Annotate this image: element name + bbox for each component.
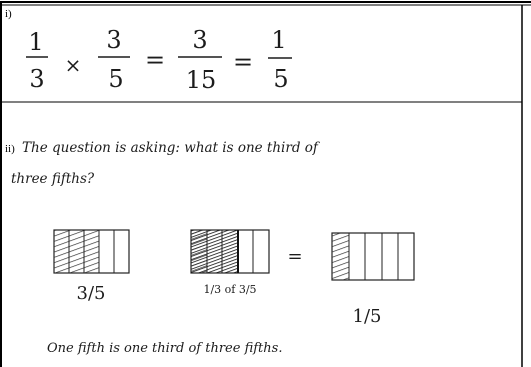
product-numerator: 3	[192, 26, 207, 54]
part-ii-label: ii)	[5, 143, 15, 155]
equals-sign: =	[145, 46, 165, 74]
diagram-caption: 1/5	[353, 306, 382, 327]
diagram-caption: 3/5	[77, 283, 106, 304]
product-denominator: 15	[186, 66, 217, 94]
result-denominator: 5	[273, 65, 288, 93]
term1-denominator: 3	[29, 65, 44, 93]
result-numerator: 1	[271, 26, 286, 54]
equals-sign: =	[233, 48, 253, 76]
diagram-three-fifths: 3/5	[53, 229, 130, 304]
diagram-one-third-of-three-fifths: 1/3 of 3/5	[190, 229, 270, 296]
times-operator: ×	[65, 53, 82, 77]
question-line-1: The question is asking: what is one thir…	[22, 140, 320, 156]
diagram-caption: 1/3 of 3/5	[203, 283, 256, 296]
diagram-one-fifth: 1/5	[331, 232, 415, 327]
diagram-equals-sign: =	[287, 246, 302, 267]
question-line-2: three fifths?	[11, 171, 95, 187]
part-i-label: i)	[5, 8, 12, 20]
equation: 1 3 × 3 5 = 3 15 = 1 5	[26, 26, 292, 94]
term2-numerator: 3	[106, 26, 121, 54]
conclusion-text: One fifth is one third of three fifths.	[47, 341, 282, 356]
term2-denominator: 5	[108, 65, 123, 93]
term1-numerator: 1	[28, 28, 43, 56]
